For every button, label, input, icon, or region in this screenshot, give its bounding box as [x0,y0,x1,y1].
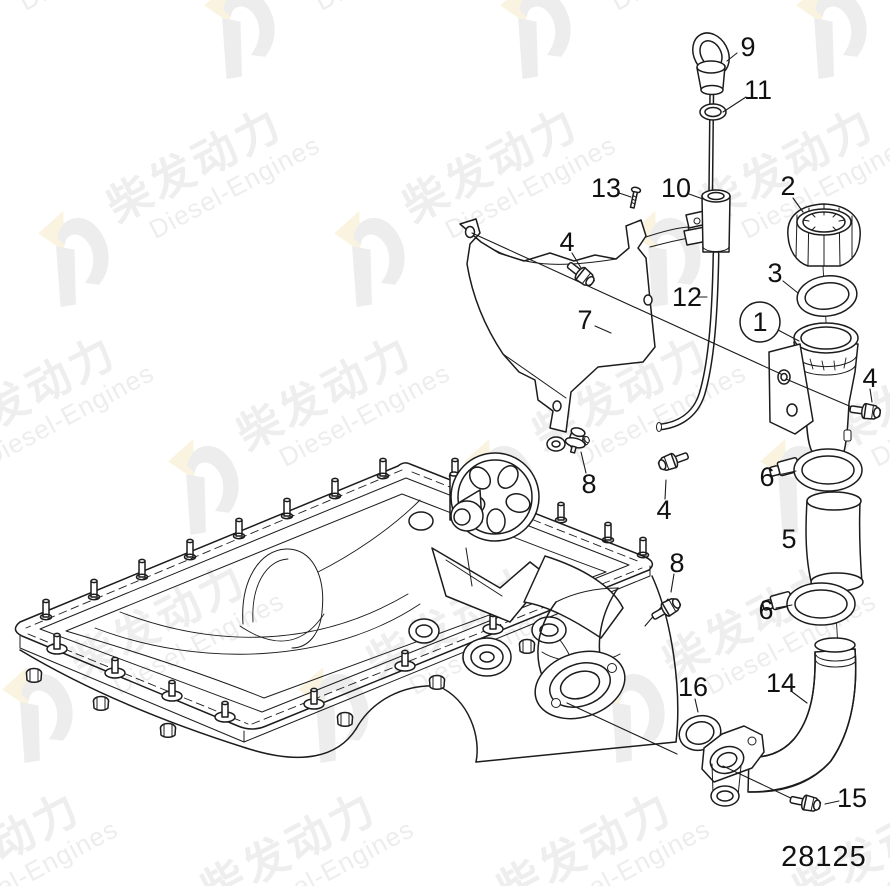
bolt-4c [656,447,691,474]
hose [805,491,864,592]
callout-5: 5 [781,524,796,554]
callout-leader-line [580,451,587,474]
callout-15: 15 [824,783,867,813]
bolt-4b [848,400,882,422]
callout-leader-line [782,280,799,294]
callout-6: 6 [758,595,793,625]
callout-leader-line [790,690,808,704]
callout-number: 13 [591,173,621,203]
oil-pump-assembly [408,433,624,644]
callout-16: 16 [678,672,708,713]
bolt-15 [788,791,823,814]
callout-number: 14 [766,668,796,698]
callout-14: 14 [766,668,808,704]
callout-number: 6 [758,595,773,625]
callout-number: 5 [781,524,796,554]
callout-number: 11 [744,75,772,105]
fasteners [563,186,882,814]
callout-number: 4 [559,227,574,257]
callout-number: 3 [767,258,782,288]
callout-number: 1 [752,307,767,337]
callout-number: 8 [669,548,684,578]
sealing-ring [796,275,858,317]
callout-number: 10 [661,173,691,203]
callout-number: 9 [740,32,755,62]
callout-number: 6 [759,462,774,492]
callout-7: 7 [577,305,612,335]
callout-number: 2 [780,171,795,201]
dipstick [692,32,730,191]
oil-filler-housing [768,322,859,463]
callout-2: 2 [780,171,804,213]
oil-pipe [701,637,857,807]
callout-number: 7 [577,305,592,335]
callout-leader-line [869,388,873,403]
screw-13 [629,186,642,209]
reference-line [471,232,782,375]
callout-leader-line [664,479,667,500]
callout-8: 8 [580,451,597,499]
dipstick-tube [656,189,731,432]
figure-number: 28125 [781,841,867,873]
callout-leader-line [777,329,800,342]
callout-13: 13 [591,173,632,203]
callout-9: 9 [726,32,756,62]
callout-leader-line [824,800,840,805]
callout-number: 4 [656,495,671,525]
callout-leader-line [722,96,747,113]
reference-line [566,702,678,755]
callout-leader-line [594,325,612,334]
callout-4: 4 [559,227,582,269]
callout-12: 12 [672,282,708,312]
callout-11: 11 [722,75,772,113]
callout-number: 8 [581,469,596,499]
callout-number: 4 [862,363,877,393]
callout-leader-line [775,604,793,609]
callout-10: 10 [661,173,704,203]
clip-8a [564,427,586,454]
callout-leader-line [694,698,699,713]
reference-line [785,378,862,412]
hose-clamp-upper [768,448,863,492]
callout-number: 15 [837,783,867,813]
hose-clamp-lower [761,582,856,626]
callout-1: 1 [739,301,800,343]
callout-leader-line [688,193,704,200]
oil-filler-cap [787,203,861,267]
callout-3: 3 [767,258,799,294]
callout-leader-line [726,52,738,62]
callout-leader-line [618,192,632,198]
callout-4: 4 [862,363,878,403]
callout-circle [739,301,781,343]
reference-line [722,765,798,802]
callout-8: 8 [669,548,685,593]
callout-4: 4 [656,479,672,525]
callout-leader-line [670,573,675,593]
callout-number: 12 [672,282,702,312]
callout-leader-line [571,252,582,269]
callout-leader-line [792,197,804,213]
callout-number: 16 [678,672,708,702]
o-ring-11 [699,103,727,121]
